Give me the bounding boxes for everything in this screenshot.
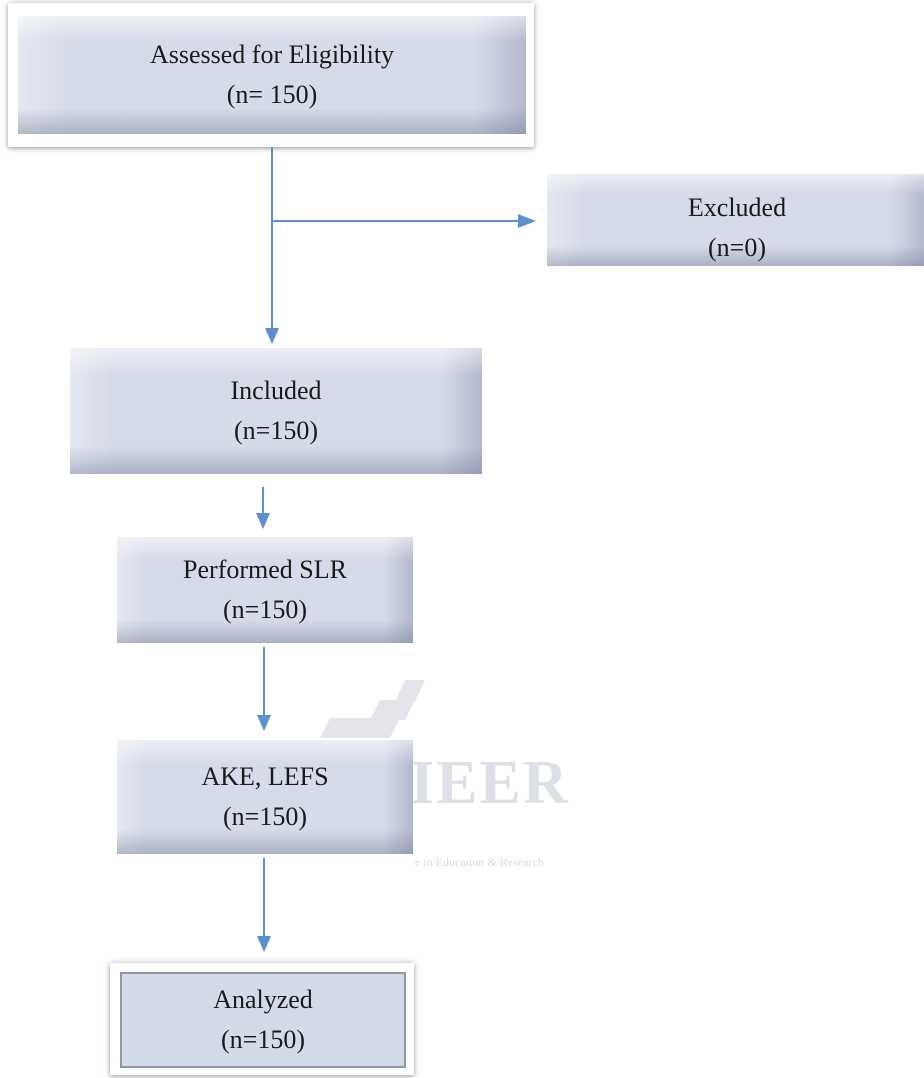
assessed-count: (n= 150): [226, 80, 318, 109]
analyzed-box: Analyzed (n=150): [120, 972, 406, 1068]
measures-box: AKE, LEFS (n=150): [117, 740, 413, 854]
included-label: Included: [230, 376, 322, 405]
included-count: (n=150): [234, 416, 318, 445]
performed-label: Performed SLR: [183, 555, 347, 584]
assessed-label: Assessed for Eligibility: [149, 40, 395, 69]
performed-box: Performed SLR (n=150): [117, 537, 413, 643]
arrow-to-analyzed: [257, 936, 271, 952]
watermark-text: IEER: [410, 749, 570, 817]
watermark-logo: [320, 680, 425, 738]
connector-measures-analyzed: [263, 858, 265, 938]
connector-performed-measures: [263, 647, 265, 717]
connector-included-performed: [262, 487, 264, 515]
performed-count: (n=150): [223, 595, 307, 624]
excluded-label: Excluded: [687, 193, 787, 222]
measures-count: (n=150): [223, 802, 307, 831]
analyzed-label: Analyzed: [213, 985, 313, 1014]
measures-label: AKE, LEFS: [201, 762, 329, 791]
excluded-box: Excluded (n=0): [547, 174, 924, 266]
included-box: Included (n=150): [70, 348, 482, 474]
arrow-to-measures: [257, 715, 271, 731]
connector-main: [271, 147, 273, 331]
arrow-to-performed: [256, 513, 270, 529]
assessed-box: Assessed for Eligibility (n= 150): [18, 16, 526, 134]
analyzed-count: (n=150): [221, 1025, 305, 1054]
arrow-to-included: [265, 328, 279, 344]
watermark-tagline: e in Education & Research: [415, 855, 544, 869]
excluded-count: (n=0): [708, 233, 766, 262]
arrow-to-excluded: [518, 214, 536, 228]
connector-branch: [272, 220, 522, 222]
